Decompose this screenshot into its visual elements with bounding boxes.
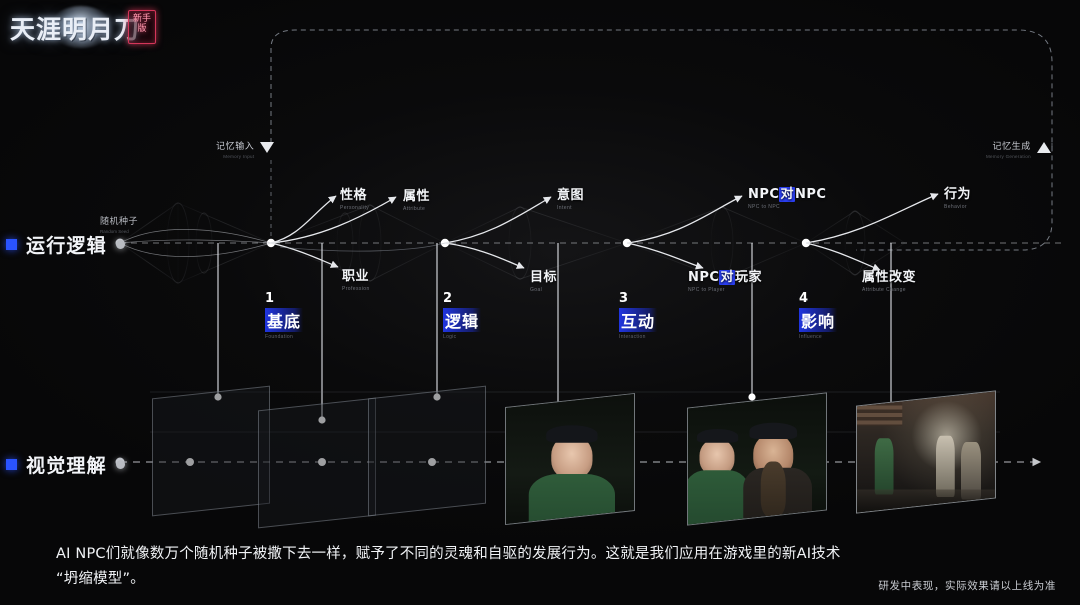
node-personality: 性格 Personality	[340, 184, 369, 211]
npc-player-b: 玩家	[734, 270, 762, 285]
logo-moon-glow	[50, 6, 112, 48]
vision-panel-5-content	[687, 392, 827, 526]
rail-vision-label: 视觉理解	[26, 455, 107, 477]
memory-input-en: Memory Input	[223, 154, 255, 159]
stage-3-en: Interaction	[619, 334, 646, 340]
memory-input-cn: 记忆输入	[216, 142, 255, 152]
caption-line-2: “坍缩模型”。	[56, 571, 145, 587]
disclaimer-text: 研发中表现，实际效果请以上线为准	[878, 580, 1056, 592]
memory-output-text: 记忆生成 Memory Generation	[986, 136, 1031, 159]
memory-output-marker: 记忆生成 Memory Generation	[986, 136, 1051, 159]
node-behavior-en: Behavior	[944, 204, 967, 210]
node-behavior-cn: 行为	[944, 187, 972, 202]
stage-2[interactable]: 2 逻辑 Logic	[443, 291, 482, 340]
node-npc-to-player-cn: NPC对玩家	[688, 270, 762, 285]
rail-logic-label: 运行逻辑	[26, 235, 107, 257]
caption-line-1: AI NPC们就像数万个随机种子被撒下去一样，赋予了不同的灵魂和自驱的发展行为。…	[56, 546, 841, 562]
node-attribute-en: Attribute	[403, 206, 426, 212]
node-profession-en: Profession	[342, 286, 370, 292]
memory-input-text: 记忆输入 Memory Input	[216, 136, 254, 159]
stage-2-number: 2	[443, 291, 453, 306]
npc-face-left	[700, 438, 735, 475]
node-profession: 职业 Profession	[342, 265, 370, 292]
rail-vision-dot-icon	[115, 460, 125, 469]
stage-3[interactable]: 3 互动 Interaction	[619, 291, 658, 340]
triangle-down-icon	[260, 142, 275, 153]
node-goal: 目标 Goal	[530, 266, 557, 293]
game-logo: 天涯明月刀 新手版	[6, 4, 166, 52]
npc-player-a: NPC	[688, 270, 720, 285]
stage-2-en: Logic	[443, 334, 457, 340]
node-goal-en: Goal	[530, 287, 543, 293]
vision-panel-6-content	[856, 390, 996, 514]
memory-output-en: Memory Generation	[986, 154, 1031, 159]
npc-beard-right	[760, 461, 787, 517]
npc-hat-left	[696, 428, 738, 444]
node-intent: 意图 Intent	[557, 184, 584, 211]
stage-4[interactable]: 4 影响 Influence	[799, 291, 838, 340]
vision-panel-4-npc-closeup	[505, 392, 635, 526]
vision-panel-5-npc-dialogue	[687, 392, 827, 526]
random-seed-cn: 随机种子	[100, 217, 139, 227]
npc-player-relation-highlight: 对	[719, 270, 735, 285]
scene-figure-3	[936, 436, 956, 498]
npc-a: NPC	[748, 187, 780, 202]
node-npc-to-npc: NPC对NPC NPC to NPC	[748, 183, 826, 210]
npc-hat	[545, 425, 598, 444]
logo-title: 天涯明月刀	[10, 15, 141, 44]
node-attribute-change: 属性改变 Attribute Change	[862, 266, 916, 293]
node-attribute-cn: 属性	[403, 189, 431, 204]
stage-4-label: 影响	[799, 308, 838, 332]
node-attribute: 属性 Attribute	[403, 185, 430, 212]
stage-3-number: 3	[619, 291, 629, 306]
random-seed-label: 随机种子 Random Seed	[100, 211, 138, 234]
node-npc-to-npc-en: NPC to NPC	[748, 204, 781, 210]
stage-1[interactable]: 1 基底 Foundation	[265, 291, 304, 340]
caption-block: AI NPC们就像数万个随机种子被撒下去一样，赋予了不同的灵魂和自驱的发展行为。…	[56, 542, 1036, 592]
stage-1-en: Foundation	[265, 334, 294, 340]
stage-4-en: Influence	[799, 334, 822, 340]
node-personality-cn: 性格	[340, 188, 368, 203]
node-intent-en: Intent	[557, 205, 572, 211]
npc-b: NPC	[794, 187, 827, 202]
triangle-up-icon	[1036, 142, 1051, 153]
vision-panel-4-content	[505, 392, 635, 526]
npc-robe-left	[687, 470, 751, 526]
vision-panel-1	[152, 385, 270, 517]
npc-relation-highlight: 对	[779, 187, 795, 202]
rail-vision[interactable]: 视觉理解	[6, 451, 125, 478]
memory-output-cn: 记忆生成	[992, 142, 1031, 152]
vision-panel-6-crowd-scene	[856, 390, 996, 514]
stage-1-number: 1	[265, 291, 275, 306]
node-npc-to-player-en: NPC to Player	[688, 287, 725, 293]
stage-3-label: 互动	[619, 308, 658, 332]
node-profession-cn: 职业	[342, 269, 370, 284]
scene-figure-2	[909, 431, 930, 497]
node-goal-cn: 目标	[530, 270, 558, 285]
node-npc-to-player: NPC对玩家 NPC to Player	[688, 266, 762, 293]
random-seed-en: Random Seed	[100, 229, 129, 234]
node-personality-en: Personality	[340, 205, 370, 211]
scene-figure-1	[874, 438, 894, 495]
rail-bullet-icon	[6, 239, 17, 250]
node-attribute-change-en: Attribute Change	[862, 287, 906, 293]
rail-logic-dot-icon	[115, 240, 125, 249]
node-npc-to-npc-cn: NPC对NPC	[748, 187, 826, 202]
node-behavior: 行为 Behavior	[944, 183, 971, 210]
rail-bullet-icon	[6, 459, 17, 470]
rail-logic[interactable]: 运行逻辑	[6, 231, 125, 258]
logo-badge: 新手版	[128, 10, 156, 44]
stage-1-label: 基底	[265, 308, 304, 332]
node-intent-cn: 意图	[557, 188, 585, 203]
stage-4-number: 4	[799, 291, 809, 306]
memory-input-marker: 记忆输入 Memory Input	[216, 136, 275, 159]
node-attribute-change-cn: 属性改变	[862, 270, 917, 285]
npc-hat-right	[750, 422, 797, 439]
vision-panel-3	[368, 385, 486, 517]
vision-panel-2	[258, 397, 376, 529]
stage-2-label: 逻辑	[443, 308, 482, 332]
